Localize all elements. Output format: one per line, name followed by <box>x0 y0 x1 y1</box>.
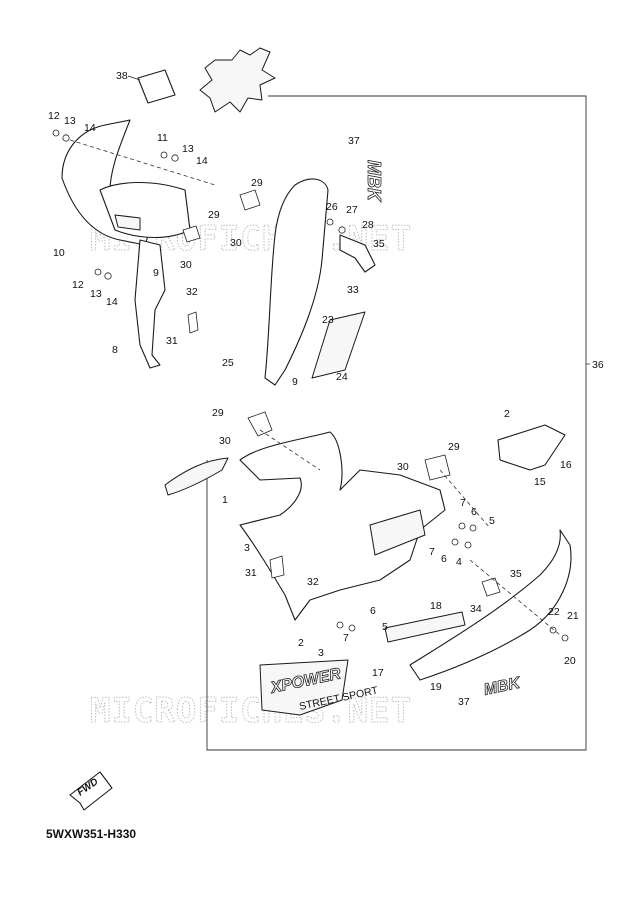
callout-32-upper: 32 <box>186 286 198 298</box>
callout-5-lower: 5 <box>382 621 388 633</box>
callout-labels: 38 12 13 14 11 13 14 37 29 29 30 30 9 10… <box>48 70 604 708</box>
callout-26: 26 <box>326 201 338 213</box>
hardware-fasteners <box>52 129 569 642</box>
callout-34: 34 <box>470 603 482 615</box>
xpower-decal-shape <box>259 659 349 716</box>
callout-10: 10 <box>53 247 65 259</box>
callout-30-upper: 30 <box>230 237 242 249</box>
callout-38: 38 <box>116 70 128 82</box>
callout-5-upper: 5 <box>489 515 495 527</box>
callout-31-upper: 31 <box>166 335 178 347</box>
part-38-sticker <box>137 69 176 104</box>
callout-16: 16 <box>560 459 572 471</box>
maple-leaf-decal <box>199 47 276 113</box>
callout-7-upper: 7 <box>460 497 466 509</box>
callout-35-lower: 35 <box>510 568 522 580</box>
part-24-strip <box>311 311 366 379</box>
callout-33: 33 <box>347 284 359 296</box>
callout-1: 1 <box>222 494 228 506</box>
callout-29-upper: 29 <box>251 177 263 189</box>
callout-29-right: 29 <box>448 441 460 453</box>
callout-14-lower: 14 <box>106 296 118 308</box>
part-8-bracket <box>134 239 166 369</box>
part-17-lower-fairing <box>409 529 572 681</box>
callout-2-lower: 2 <box>298 637 304 649</box>
inner-panel-vent <box>114 214 141 231</box>
callout-25: 25 <box>222 357 234 369</box>
callout-14-upper: 14 <box>84 122 96 134</box>
callout-13-lower: 13 <box>90 288 102 300</box>
callout-29-left: 29 <box>208 209 220 221</box>
callout-4: 4 <box>456 556 462 568</box>
callout-8: 8 <box>112 344 118 356</box>
part-37-mbk-decal-lower: MBK <box>482 674 523 699</box>
callout-3-lower: 3 <box>318 647 324 659</box>
callout-28: 28 <box>362 219 374 231</box>
callout-27: 27 <box>346 204 358 216</box>
callout-36: 36 <box>592 359 604 371</box>
callout-24: 24 <box>336 371 348 383</box>
part-37-mbk-decal-upper: MBK <box>364 160 384 203</box>
callout-13-upper: 13 <box>64 115 76 127</box>
callout-37-lower: 37 <box>458 696 470 708</box>
callout-2-right: 2 <box>504 408 510 420</box>
callout-6-mid: 6 <box>441 553 447 565</box>
callout-17: 17 <box>372 667 384 679</box>
callout-9-upper: 9 <box>153 267 159 279</box>
callout-20: 20 <box>564 655 576 667</box>
diagram-code: 5WXW351-H330 <box>46 827 136 841</box>
part-1-main-fairing <box>239 431 446 621</box>
callout-31-lower: 31 <box>245 567 257 579</box>
callout-30-lower-left: 30 <box>219 435 231 447</box>
callout-35-upper: 35 <box>373 238 385 250</box>
part-15-tray <box>497 424 566 471</box>
fairing-stripe-decal <box>164 457 229 496</box>
part-33-bracket <box>339 234 376 273</box>
callout-30-mid: 30 <box>180 259 192 271</box>
callout-32-lower: 32 <box>307 576 319 588</box>
callout-14-mid: 14 <box>196 155 208 167</box>
callout-23: 23 <box>322 314 334 326</box>
assembly-36-frame <box>206 95 587 751</box>
callout-37-upper: 37 <box>348 135 360 147</box>
callout-12-lower: 12 <box>72 279 84 291</box>
callout-13-mid: 13 <box>182 143 194 155</box>
callout-6-lower: 6 <box>370 605 376 617</box>
callout-30-right: 30 <box>397 461 409 473</box>
part-18-strip <box>384 611 466 643</box>
callout-21: 21 <box>567 610 579 622</box>
callout-29-lower: 29 <box>212 407 224 419</box>
part-23-side-panel <box>264 178 329 386</box>
fairing-vent-opening <box>369 509 426 556</box>
callout-18: 18 <box>430 600 442 612</box>
callout-11: 11 <box>157 132 168 144</box>
callout-19: 19 <box>430 681 442 693</box>
callout-15: 15 <box>534 476 546 488</box>
callout-7-lower: 7 <box>343 632 349 644</box>
callout-12-upper: 12 <box>48 110 60 122</box>
callout-7-mid: 7 <box>429 546 435 558</box>
callout-9-lower: 9 <box>292 376 298 388</box>
callout-22: 22 <box>548 606 560 618</box>
callout-3-upper: 3 <box>244 542 250 554</box>
callout-6-upper: 6 <box>471 506 477 518</box>
forward-direction-arrow: FWD <box>69 771 113 811</box>
watermark-lower: MICROFICHES.NET <box>90 691 412 731</box>
